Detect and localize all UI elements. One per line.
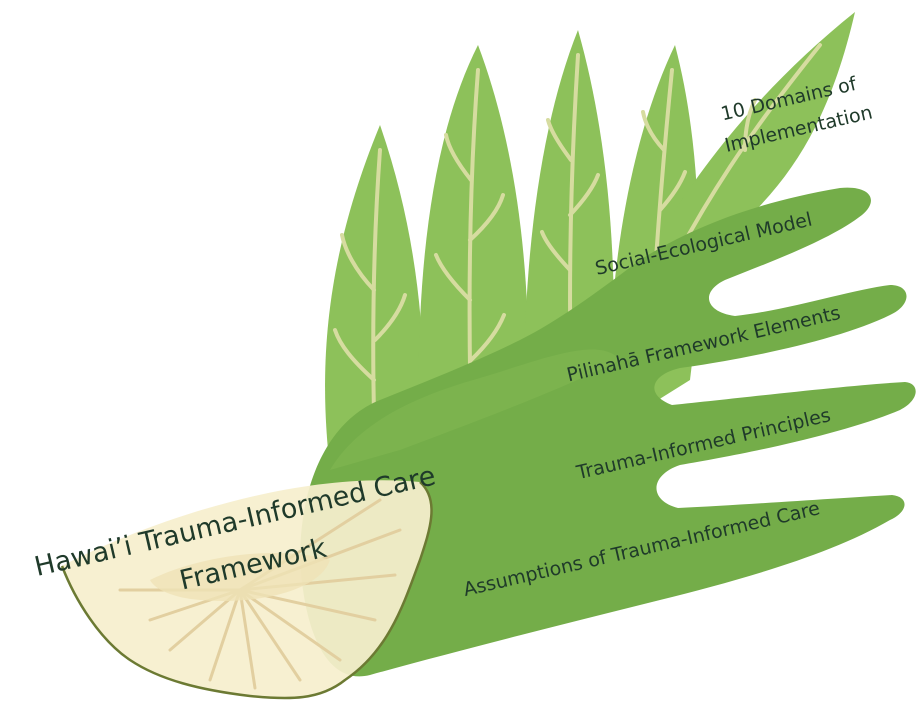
breadfruit-outline [60,481,433,700]
vein-side-1a [340,233,376,292]
vein-side-3a [546,118,573,162]
vein-side-2b [468,193,505,242]
vein-side-4b [658,170,687,212]
vein-side-1b [373,293,407,342]
leaf-body-shade [330,349,620,470]
vein-side-2c [434,253,472,302]
vein-side-2d [469,313,506,362]
breadfruit-slice [60,480,433,700]
vein-side-3c [540,230,572,272]
vein-side-4a [641,110,666,152]
vein-side-5a [743,98,757,152]
vein-side-1c [333,328,376,382]
vein-side-2a [444,133,473,182]
breadfruit-core [150,552,330,601]
leaf-body [300,187,916,677]
vein-side-3b [568,173,600,217]
